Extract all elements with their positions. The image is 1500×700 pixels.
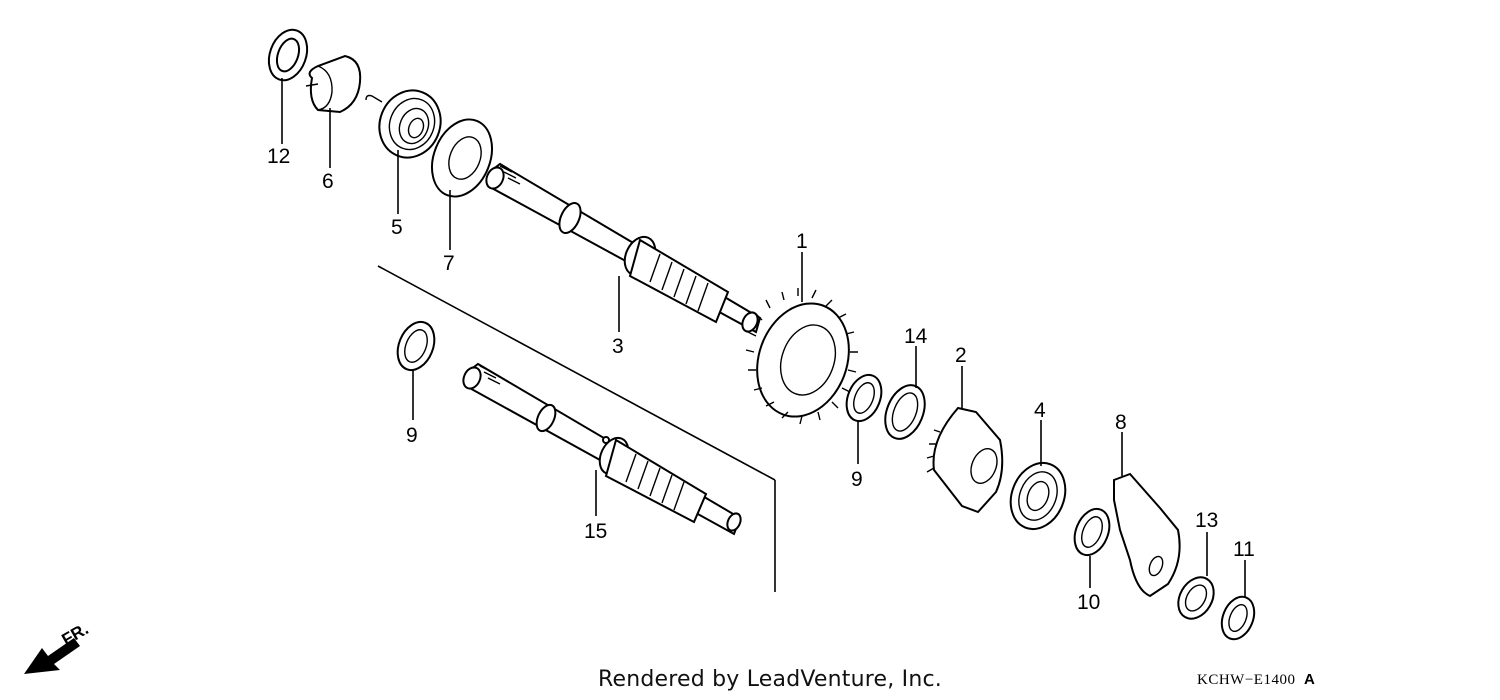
part-14-circlip[interactable] [878, 379, 932, 444]
part-11-washer[interactable] [1216, 592, 1260, 644]
callout-13: 13 [1195, 509, 1218, 532]
part-8-guide-plate[interactable] [1113, 472, 1181, 598]
front-direction-arrow-icon: FR. [24, 619, 92, 674]
diagram-code: KCHW−E1400 A [1197, 671, 1315, 689]
part-4-spring[interactable] [1001, 455, 1075, 538]
callout-14: 14 [904, 325, 928, 348]
callout-11: 11 [1233, 538, 1255, 561]
part-6-collar[interactable] [305, 54, 362, 114]
part-10-washer[interactable] [1068, 504, 1116, 560]
callout-2: 2 [955, 344, 967, 367]
diagram-variant: A [1303, 671, 1316, 688]
callout-10: 10 [1077, 591, 1100, 614]
callout-7: 7 [443, 252, 455, 275]
direction-label: FR. [59, 619, 92, 649]
group-bracket-line [377, 265, 776, 592]
leader-lines [281, 78, 1246, 598]
callout-12: 12 [267, 145, 290, 168]
part-12-washer[interactable] [262, 24, 314, 85]
callout-9-lower: 9 [406, 424, 418, 447]
part-1-gear[interactable] [742, 288, 864, 430]
diagram-code-text: KCHW−E1400 [1197, 672, 1296, 688]
callout-6: 6 [322, 170, 334, 193]
part-5-spring[interactable] [365, 81, 451, 167]
callout-8: 8 [1115, 411, 1127, 434]
part-2-ratchet[interactable] [926, 406, 1004, 514]
part-3-kickstart-spindle[interactable] [483, 162, 762, 334]
callout-9-upper: 9 [851, 468, 863, 491]
callout-5: 5 [391, 216, 403, 239]
part-15-spindle[interactable] [460, 362, 743, 536]
credit-text: Rendered by LeadVenture, Inc. [598, 667, 942, 692]
part-7-seat[interactable] [421, 110, 503, 205]
part-9-washer-lower[interactable] [391, 316, 441, 375]
part-9-washer-upper[interactable] [840, 370, 888, 426]
callout-1: 1 [796, 230, 808, 253]
callout-4: 4 [1034, 399, 1046, 422]
part-13-circlip[interactable] [1171, 571, 1221, 625]
callout-3: 3 [612, 335, 624, 358]
callout-15: 15 [584, 520, 607, 543]
